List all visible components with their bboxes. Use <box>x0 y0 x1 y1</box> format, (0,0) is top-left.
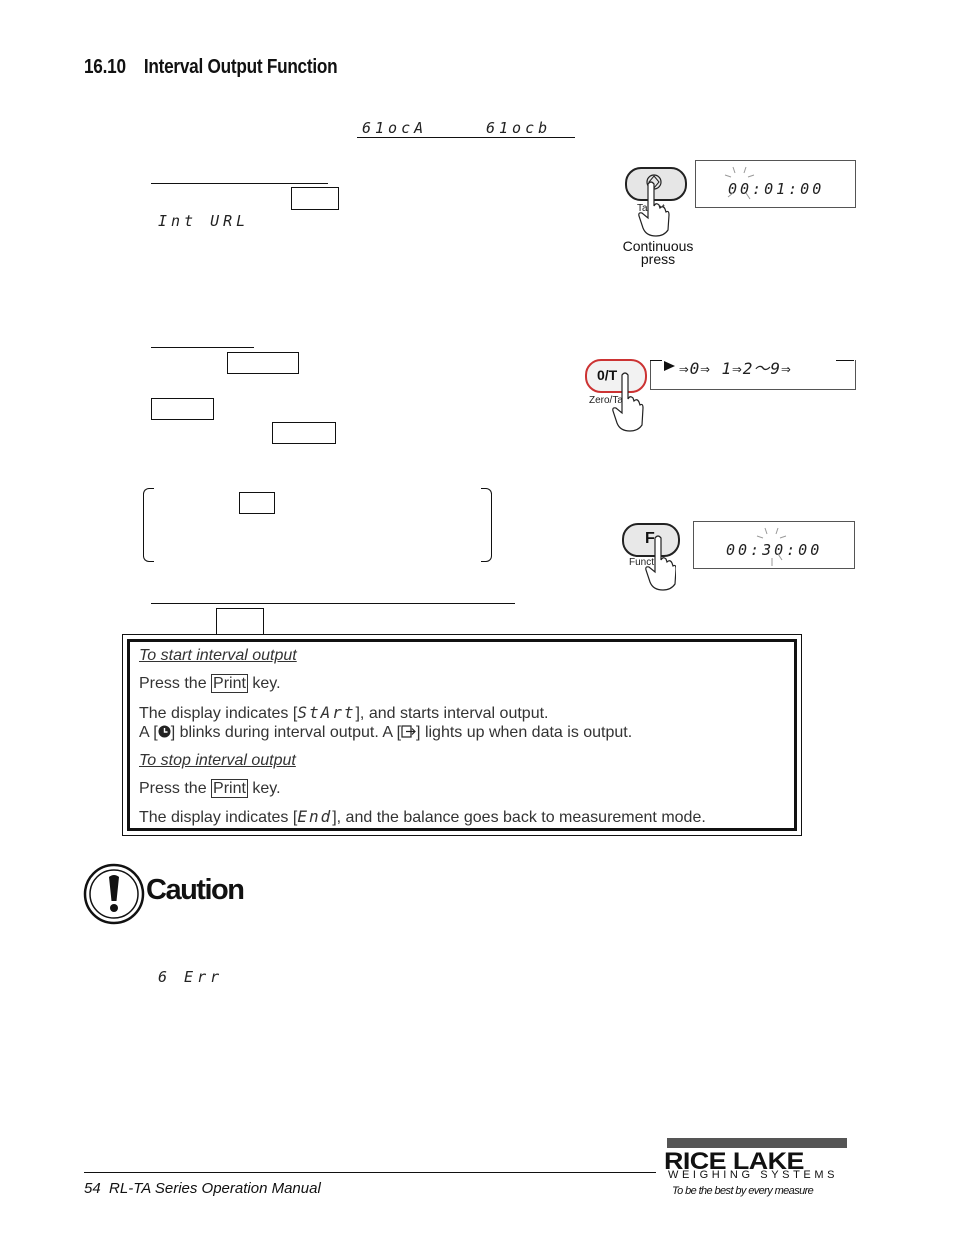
panel1-readout: 00:01:00 <box>728 180 825 198</box>
step2-key-box-b <box>151 398 214 420</box>
stop-display-pre: The display indicates [ <box>139 809 298 826</box>
blink-rays-icon <box>724 166 755 200</box>
blink-rays-icon-2 <box>756 527 787 566</box>
start-press-line: Press the Print key. <box>139 674 281 693</box>
zero-tare-caption: Zero/Tare <box>589 395 632 406</box>
start-press-post: key. <box>247 675 281 692</box>
note-key-box <box>239 492 275 514</box>
function-key-label: F <box>645 530 655 547</box>
target-button[interactable] <box>625 167 687 201</box>
section-number: 16.10 <box>84 56 126 78</box>
start-display-pre: The display indicates [ <box>139 705 298 722</box>
triangle-pointer-icon <box>664 361 675 371</box>
info-box-inner-frame <box>127 639 797 831</box>
note-bracket-left <box>143 488 154 562</box>
note-bracket-right <box>481 488 492 562</box>
sequence-top-line-right <box>836 360 854 361</box>
display-panel-1: 00:01:00 <box>695 160 856 208</box>
step2-key-box-a <box>227 352 299 374</box>
panel2-readout: 00:30:00 <box>726 541 823 559</box>
section-heading: 16.10 Interval Output Function <box>84 56 338 79</box>
menu-setting-underline <box>357 137 575 138</box>
stop-press-pre: Press the <box>139 780 212 797</box>
step4-key-box <box>216 608 264 635</box>
stop-display-post: ], and the balance goes back to measurem… <box>332 809 706 826</box>
start-segment-text: StArt <box>297 703 356 722</box>
stop-display-line: The display indicates [End], and the bal… <box>139 807 706 827</box>
pointing-hand-icon-2 <box>612 372 644 432</box>
clock-icon <box>158 725 171 738</box>
stop-heading: To stop interval output <box>139 752 296 769</box>
print-key-label-2: Print <box>211 779 248 798</box>
menu-setting-left: 61ocA <box>362 119 428 137</box>
blink-line-c: ] lights up when data is output. <box>416 724 633 741</box>
manual-title: RL-TA Series Operation Manual <box>109 1180 321 1197</box>
step1-underline <box>151 183 328 184</box>
function-key-caption: Function <box>629 557 668 568</box>
page-number: 54 <box>84 1180 101 1197</box>
caution-label: Caution <box>146 874 245 906</box>
end-segment-text: End <box>297 807 333 826</box>
pointing-hand-icon <box>638 181 670 237</box>
error-code-lcd: 6 Err <box>158 968 224 986</box>
blink-line: A [ ] blinks during interval output. A []… <box>139 724 632 742</box>
logo-tagline: To be the best by every measure <box>672 1185 814 1197</box>
sequence-top-line-left <box>650 360 662 361</box>
zero-tare-key-label: 0/T <box>597 367 618 383</box>
digit-sequence-panel: ⇒0⇒ 1⇒2～9⇒ <box>650 359 856 390</box>
logo-top-bar <box>667 1138 847 1148</box>
continuous-press-label: Continuous press <box>622 238 694 267</box>
stop-press-line: Press the Print key. <box>139 779 281 798</box>
section-title: Interval Output Function <box>143 56 338 78</box>
footer-text: 54 RL-TA Series Operation Manual <box>84 1180 321 1197</box>
blink-line-b: ] blinks during interval output. A [ <box>170 724 402 741</box>
step4-underline <box>151 603 515 604</box>
rice-lake-logo: RICE LAKE <box>664 1148 804 1175</box>
start-display-line: The display indicates [StArt], and start… <box>139 703 548 723</box>
caution-exclamation-icon <box>83 863 145 925</box>
display-panel-2: 00:30:00 <box>693 521 855 569</box>
print-key-label: Print <box>211 674 248 693</box>
zero-tare-button[interactable]: 0/T <box>585 359 647 393</box>
step2-key-box-c <box>272 422 336 444</box>
start-heading: To start interval output <box>139 647 297 664</box>
step1-key-box <box>291 187 339 210</box>
logo-subtitle: WEIGHING SYSTEMS <box>668 1169 839 1181</box>
digit-sequence: ⇒0⇒ 1⇒2～9⇒ <box>679 359 792 378</box>
blink-line-a: A [ <box>139 724 158 741</box>
footer-rule <box>84 1172 656 1173</box>
output-arrow-icon <box>401 725 416 738</box>
start-press-pre: Press the <box>139 675 212 692</box>
pointing-hand-icon-3 <box>645 535 676 591</box>
interval-output-info-box: To start interval output Press the Print… <box>122 634 802 836</box>
menu-setting-right: 61ocb <box>486 119 552 137</box>
step1-lcd-text: Int URL <box>158 212 250 230</box>
function-button[interactable]: F <box>622 523 680 557</box>
step2-underline <box>151 347 254 348</box>
start-display-post: ], and starts interval output. <box>355 705 549 722</box>
stop-press-post: key. <box>247 780 281 797</box>
